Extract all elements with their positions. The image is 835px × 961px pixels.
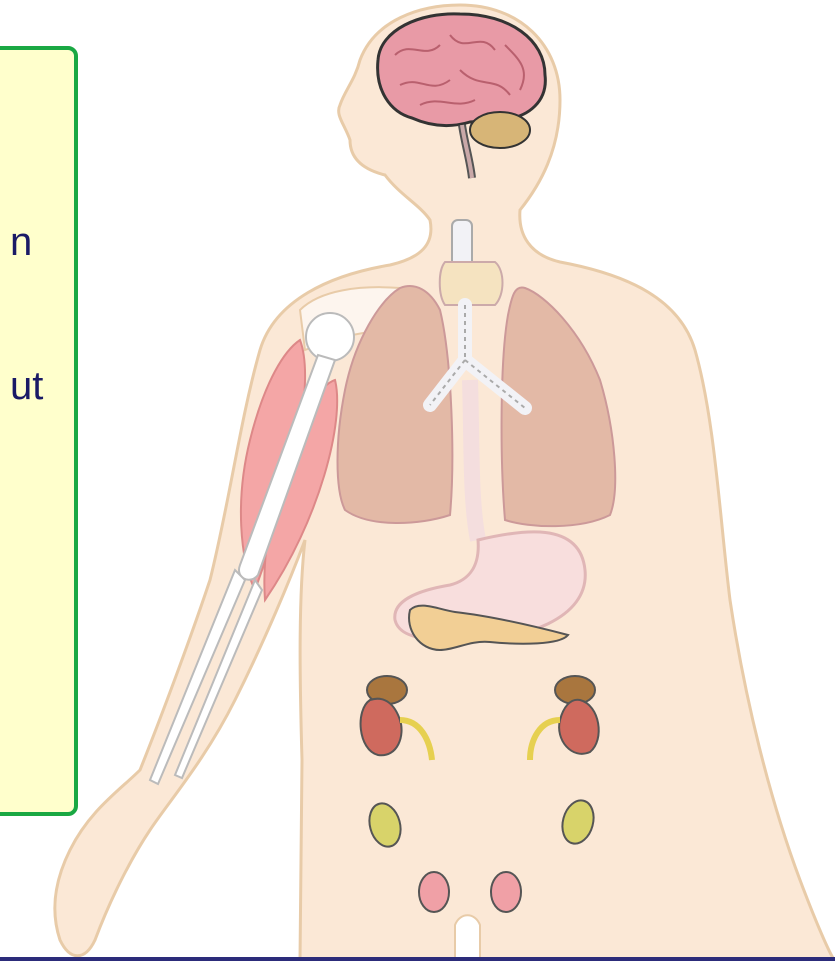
bottom-divider [0,957,835,961]
cerebellum [470,112,530,148]
right-testis [491,872,521,912]
thyroid-cartilage [440,262,503,305]
left-testis [419,872,449,912]
humerus-head [306,313,354,361]
groin-line [455,915,480,961]
brain [378,14,546,126]
right-kidney [559,700,599,754]
esophagus [470,380,478,540]
